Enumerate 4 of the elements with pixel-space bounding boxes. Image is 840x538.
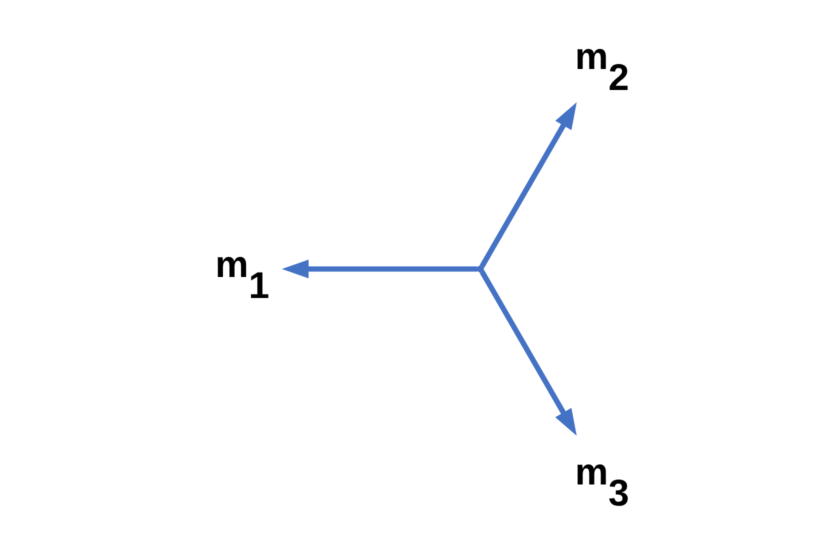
node-point [476, 265, 484, 273]
arrow [479, 102, 576, 268]
arrow [479, 270, 576, 436]
arrow [281, 260, 477, 278]
